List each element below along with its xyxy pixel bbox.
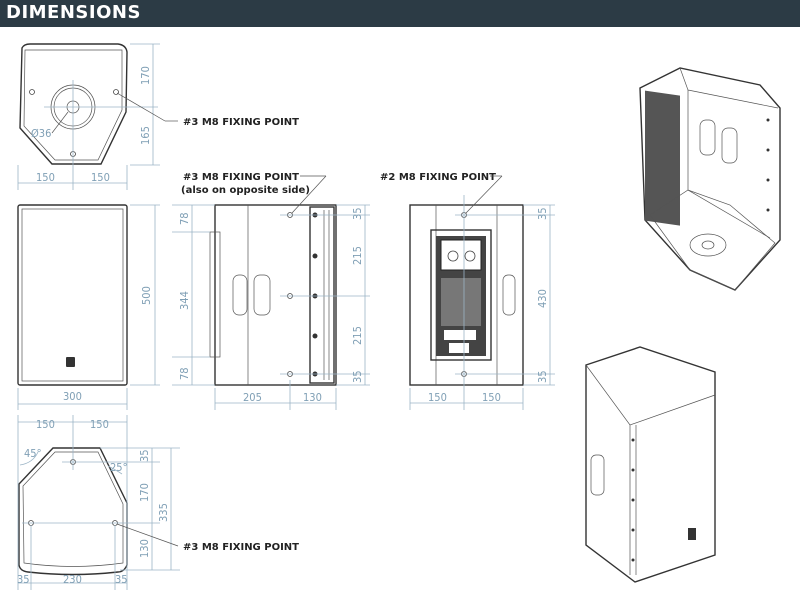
- dim-side-bottom-2: 130: [303, 391, 322, 404]
- dim-side-right-4: 35: [351, 370, 364, 383]
- dim-bottom-right-2: 170: [138, 483, 151, 502]
- dim-back-bottom-1: 150: [428, 391, 447, 404]
- dim-back-right-3: 35: [536, 370, 549, 383]
- dim-top-lower: 165: [139, 126, 152, 145]
- dim-front-height: 500: [140, 286, 153, 305]
- label-fixing-side-note: (also on opposite side): [181, 185, 310, 196]
- dim-bottom-b2: 230: [63, 573, 82, 586]
- dim-bottom-total: 335: [157, 503, 170, 522]
- dim-top-right: 150: [91, 171, 110, 184]
- dim-top-upper: 170: [139, 66, 152, 85]
- dim-side-bottom-1: 205: [243, 391, 262, 404]
- dim-hole: Ø36: [31, 127, 51, 140]
- back-view: 35 430 35 150 150 #2 M8 FIXING POINT: [380, 172, 555, 410]
- label-fixing-bottom: #3 M8 FIXING POINT: [183, 542, 299, 553]
- dim-side-left-bottom: 78: [178, 367, 191, 380]
- page-title: DIMENSIONS: [6, 2, 141, 23]
- perspective-view-bottom: [639, 67, 781, 291]
- angle-right: 25°: [110, 461, 128, 474]
- dim-bottom-right-1: 35: [138, 449, 151, 462]
- dim-bottom-top-2: 150: [90, 418, 109, 431]
- label-fixing-top: #3 M8 FIXING POINT: [183, 117, 299, 128]
- label-fixing-back: #2 M8 FIXING POINT: [380, 172, 496, 183]
- dim-back-right-1: 35: [536, 207, 549, 220]
- front-view: 500 300: [17, 204, 160, 410]
- dim-front-width: 300: [63, 390, 82, 403]
- header-bar: DIMENSIONS: [0, 0, 800, 27]
- side-view: 78 344 78 35 215 215 35 205 130 #3 M8 FI…: [172, 172, 370, 410]
- dim-bottom-b1: 35: [17, 573, 30, 586]
- dim-side-left-mid: 344: [178, 291, 191, 310]
- dim-back-bottom-2: 150: [482, 391, 501, 404]
- dim-back-right-2: 430: [536, 289, 549, 308]
- dim-bottom-b3: 35: [115, 573, 128, 586]
- dim-top-left: 150: [36, 171, 55, 184]
- angle-left: 45°: [24, 447, 42, 460]
- bottom-view: 150 150 35 170 130 335 35 230 35 45° 25°…: [17, 415, 299, 590]
- label-fixing-side: #3 M8 FIXING POINT: [183, 172, 299, 183]
- perspective-view-front: [585, 346, 716, 583]
- dim-side-right-2: 215: [351, 246, 364, 265]
- dim-side-left-top: 78: [178, 212, 191, 225]
- dim-bottom-right-3: 130: [138, 539, 151, 558]
- top-view: 170 165 150 150 Ø36 #3 M8 FIXING POINT: [17, 43, 299, 190]
- dim-side-right-3: 215: [351, 326, 364, 345]
- dim-side-right-1: 35: [351, 207, 364, 220]
- dim-bottom-top-1: 150: [36, 418, 55, 431]
